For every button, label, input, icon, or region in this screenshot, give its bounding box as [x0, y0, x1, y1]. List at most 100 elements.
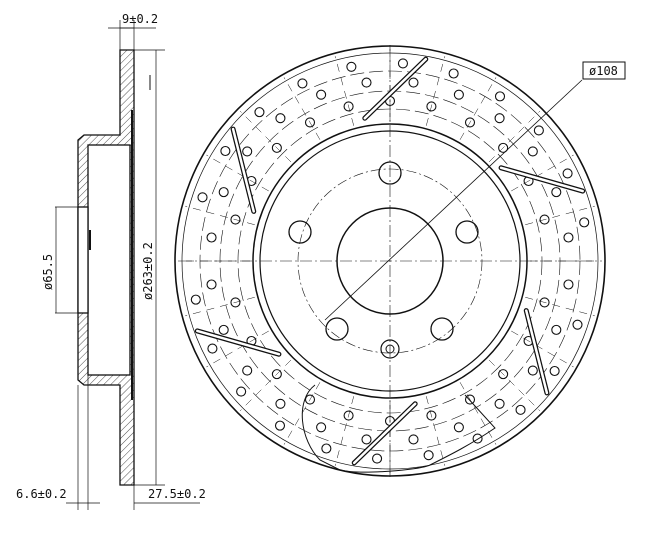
drilled-hole [297, 78, 308, 89]
slot-inner [525, 309, 549, 395]
drilled-hole [527, 146, 538, 157]
slot-inner [196, 329, 281, 356]
drilled-hole [206, 232, 217, 243]
radial-guide-line [511, 154, 574, 192]
drilled-hole [539, 214, 550, 225]
bolt-hole [288, 220, 312, 244]
bolt-circle-label-box [582, 61, 626, 80]
dim-center-bore: ø65.5 [41, 254, 55, 290]
drilled-hole [464, 394, 476, 405]
drilled-hole [494, 398, 505, 409]
drilled-hole [551, 324, 562, 335]
drilled-hole [372, 453, 383, 464]
drilled-hole [539, 297, 550, 308]
drilled-hole [230, 214, 241, 225]
hat-cavity [87, 144, 131, 376]
radial-guide-line [488, 359, 541, 412]
drilled-hole [316, 422, 327, 433]
dim-outer-diameter: ø263±0.2 [141, 242, 155, 300]
radial-guide-line [283, 382, 321, 445]
drilled-hole [426, 101, 437, 112]
drilled-hole [304, 117, 316, 128]
drilled-hole [498, 142, 509, 153]
locating-hole-inner [385, 344, 395, 354]
radial-guide-line [185, 296, 255, 317]
drilled-hole [563, 232, 574, 243]
drilled-hole [426, 410, 437, 421]
drilled-hole [197, 192, 208, 203]
front-view: ø108 [174, 45, 626, 480]
drilled-hole [275, 398, 286, 409]
bolt-hole [325, 317, 349, 341]
drilled-hole [271, 142, 282, 153]
radial-guide-line [239, 110, 292, 163]
drilled-hole [321, 443, 332, 454]
drilled-hole [515, 404, 526, 415]
drilled-hole [572, 319, 583, 330]
dim-hat-offset: 6.6±0.2 [16, 487, 67, 501]
drilled-hole [453, 422, 464, 433]
drilled-hole [206, 279, 217, 290]
drilled-hole [242, 365, 253, 376]
drilled-hole [472, 433, 483, 444]
drilled-hole [274, 420, 286, 431]
radial-guide-line [185, 205, 255, 226]
wear-indicator-outline [301, 384, 496, 473]
drilled-hole [494, 91, 506, 102]
drilled-hole [218, 187, 229, 198]
drilled-hole [453, 89, 464, 100]
drilled-hole [304, 394, 316, 405]
drilled-hole [549, 365, 560, 377]
drilled-hole [494, 113, 505, 124]
bore-opening [77, 206, 89, 314]
radial-guide-line [425, 396, 446, 466]
radial-guide-line [488, 110, 541, 163]
drilled-hole [423, 450, 434, 461]
dim-thickness: 9±0.2 [122, 12, 158, 26]
drilled-hole [408, 77, 419, 88]
radial-guide-line [425, 56, 446, 126]
drilled-hole [271, 369, 282, 380]
bolt-hole [455, 220, 479, 244]
leader-bolt-circle [324, 79, 583, 321]
drilled-hole [562, 168, 573, 179]
dim-bolt-circle: ø108 [589, 64, 618, 78]
drilled-hole [346, 61, 357, 72]
drilled-hole [551, 187, 562, 198]
radial-guide-line [459, 382, 497, 445]
drilled-hole [464, 117, 476, 128]
slot-inner [499, 166, 584, 193]
drilled-hole [498, 369, 509, 380]
drilled-hole [533, 125, 544, 136]
drilled-hole [236, 386, 247, 397]
drilled-hole [343, 410, 354, 421]
drilled-hole [230, 297, 241, 308]
drilled-hole [242, 146, 253, 157]
drilled-hole [397, 58, 408, 69]
drilled-hole [254, 107, 265, 118]
drilled-hole [275, 113, 286, 124]
radial-guide-line [206, 154, 269, 192]
drilled-hole [361, 77, 372, 88]
drilled-hole [527, 365, 538, 376]
drilled-hole [448, 68, 459, 79]
bolt-hole [430, 317, 454, 341]
radial-guide-line [283, 77, 321, 140]
dim-total-height: 27.5±0.2 [148, 487, 206, 501]
radial-guide-line [206, 330, 269, 368]
radial-guide-line [334, 396, 355, 466]
drilled-hole [579, 217, 590, 228]
drilled-hole [361, 434, 372, 445]
radial-guide-line [525, 205, 595, 226]
side-section-view: 9±0.2 ø263±0.2 ø65.5 6.6±0.2 27.5±0.2 [16, 12, 206, 510]
radial-guide-line [511, 330, 574, 368]
slot-inner [352, 402, 417, 465]
drilled-hole [316, 89, 327, 100]
drilled-hole [207, 343, 218, 354]
radial-guide-line [525, 296, 595, 317]
locating-hole [380, 339, 400, 359]
drilled-hole [218, 324, 229, 335]
radial-guide-line [239, 359, 292, 412]
